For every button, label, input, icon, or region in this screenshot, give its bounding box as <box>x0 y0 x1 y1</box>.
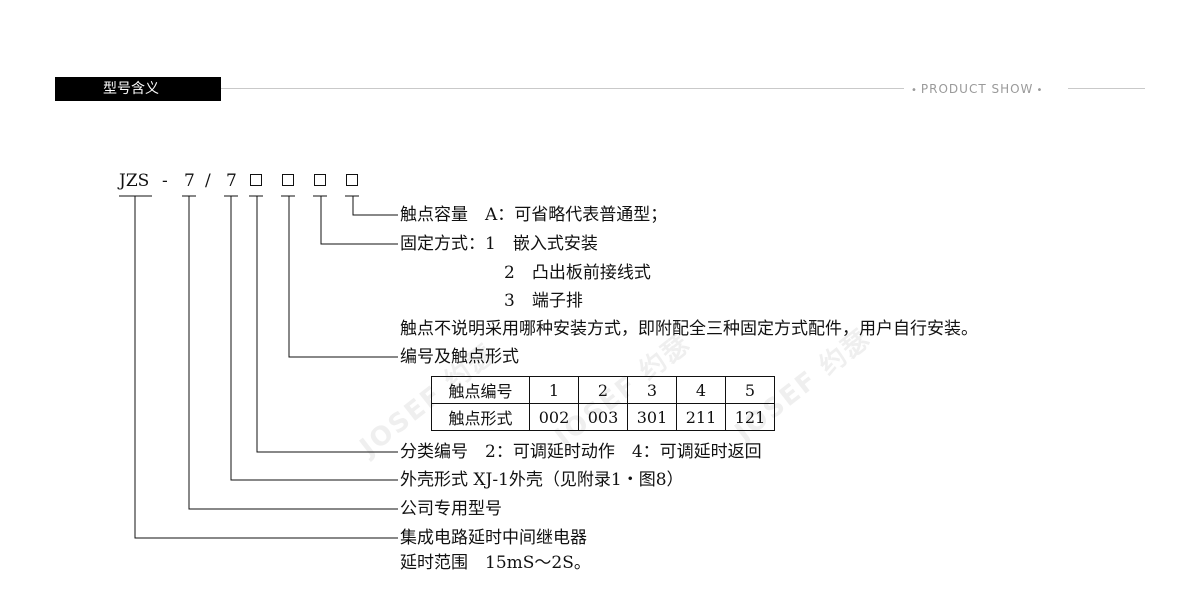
dot-right-icon: • <box>1036 85 1044 96</box>
code-dash: - <box>162 171 168 191</box>
code-box-capacity <box>346 174 358 186</box>
annotation-shell: 外壳形式 XJ-1外壳（见附录1・图8） <box>400 470 684 490</box>
annotation-company: 公司专用型号 <box>400 499 502 519</box>
table-cell: 1 <box>529 376 579 404</box>
leader-shell <box>230 196 398 481</box>
leader-contact-form <box>288 196 398 358</box>
code-slash: / <box>205 171 211 191</box>
annotation-mount-title: 固定方式：1 嵌入式安装 <box>400 234 598 254</box>
table-cell: 3 <box>627 376 677 404</box>
annotation-mount-option-3: 3 端子排 <box>504 291 583 311</box>
table-cell: 121 <box>725 403 775 431</box>
code-series: 7 <box>184 171 195 191</box>
leader-category <box>256 196 398 453</box>
leader-relay <box>134 196 398 539</box>
leader-company <box>188 196 398 510</box>
leader-mount <box>320 196 398 245</box>
code-jzs: JZS <box>119 171 150 191</box>
annotation-mount-option-2: 2 凸出板前接线式 <box>504 263 651 283</box>
contact-table: 触点编号 1 2 3 4 5 触点形式 002 003 301 211 121 <box>431 376 775 431</box>
table-cell: 002 <box>529 403 579 431</box>
product-show-label: •PRODUCT SHOW• <box>908 80 1046 98</box>
code-box-category <box>250 174 262 186</box>
leader-capacity <box>352 196 398 216</box>
table-cell: 4 <box>676 376 726 404</box>
table-row: 触点形式 002 003 301 211 121 <box>431 403 775 431</box>
table-header-form: 触点形式 <box>431 403 530 431</box>
annotation-relay: 集成电路延时中间继电器 <box>400 528 587 548</box>
table-header-number: 触点编号 <box>431 376 530 404</box>
header-divider-left <box>221 88 904 89</box>
product-show-text: PRODUCT SHOW <box>920 82 1034 96</box>
table-cell: 301 <box>627 403 677 431</box>
dot-left-icon: • <box>911 85 918 96</box>
code-variant: 7 <box>226 171 237 191</box>
table-cell: 003 <box>578 403 628 431</box>
code-box-contact-form <box>282 174 294 186</box>
annotation-delay-range: 延时范围 15mS～2S。 <box>400 553 591 573</box>
annotation-category: 分类编号 2：可调延时动作 4：可调延时返回 <box>400 442 762 462</box>
code-box-mount <box>314 174 326 186</box>
table-cell: 211 <box>676 403 726 431</box>
table-row: 触点编号 1 2 3 4 5 <box>431 376 775 404</box>
table-cell: 2 <box>578 376 628 404</box>
annotation-mount-note: 触点不说明采用哪种安装方式，即附配全三种固定方式配件，用户自行安装。 <box>400 319 978 339</box>
section-title-bar: 型号含义 <box>55 77 221 101</box>
header-divider-right <box>1068 88 1145 89</box>
annotation-capacity: 触点容量 A：可省略代表普通型； <box>400 205 668 225</box>
annotation-contact-form: 编号及触点形式 <box>400 347 519 367</box>
section-title: 型号含义 <box>103 81 159 97</box>
table-cell: 5 <box>725 376 775 404</box>
